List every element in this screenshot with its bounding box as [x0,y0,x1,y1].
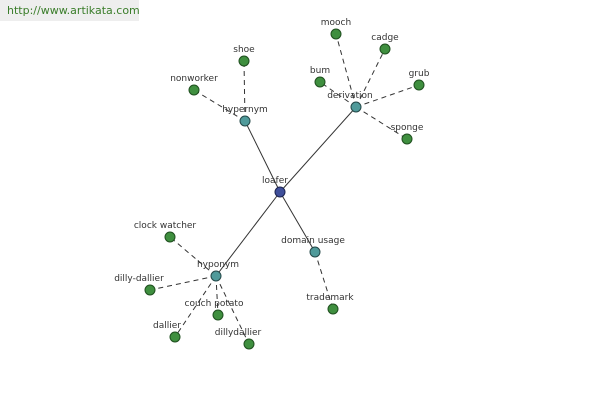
label-dillydallier[interactable]: dillydallier [215,328,262,338]
label-nonworker[interactable]: nonworker [170,74,218,84]
label-dilly-dallier[interactable]: dilly-dallier [114,274,164,284]
label-bum[interactable]: bum [310,66,330,76]
edge-loafer-derivation [279,106,357,193]
node-sponge[interactable] [401,133,413,145]
node-nonworker[interactable] [188,84,200,96]
edge-hyponym-dallier [174,275,217,338]
label-hypernym[interactable]: hypernym [222,105,268,115]
label-trademark[interactable]: trademark [306,293,354,303]
node-couch-potato[interactable] [212,309,224,321]
edge-derivation-sponge [355,106,408,140]
node-dallier[interactable] [169,331,181,343]
edge-hyponym-dilly-dallier [149,275,217,291]
edge-hyponym-clock-watcher [169,236,217,277]
label-hyponym[interactable]: hyponym [197,260,239,270]
label-couch-potato[interactable]: couch potato [185,299,244,309]
label-cadge[interactable]: cadge [371,33,399,43]
node-domain-usage[interactable] [309,246,321,258]
node-dillydallier[interactable] [243,338,255,350]
edge-derivation-bum [319,81,357,108]
node-shoe[interactable] [238,55,250,67]
label-loafer[interactable]: loafer [262,176,288,186]
node-grub[interactable] [413,79,425,91]
node-hypernym[interactable] [239,115,251,127]
edge-hyponym-dillydallier [215,275,250,345]
node-mooch[interactable] [330,28,342,40]
label-mooch[interactable]: mooch [321,18,351,28]
node-derivation[interactable] [350,101,362,113]
node-trademark[interactable] [327,303,339,315]
edge-derivation-cadge [355,48,386,108]
edge-loafer-hypernym [244,120,281,193]
label-clock-watcher[interactable]: clock watcher [134,221,197,231]
edge-hypernym-shoe [243,60,246,122]
label-derivation[interactable]: derivation [327,91,373,101]
edge-hyponym-couch-potato [215,275,219,316]
edge-loafer-hyponym [215,191,281,277]
node-loafer[interactable] [274,186,286,198]
label-domain-usage[interactable]: domain usage [281,236,345,246]
edge-domain-usage-trademark [314,251,334,310]
node-clock-watcher[interactable] [164,231,176,243]
edge-derivation-mooch [335,33,357,108]
watermark-url[interactable]: http://www.artikata.com [0,0,140,21]
edge-derivation-grub [355,84,420,108]
node-hyponym[interactable] [210,270,222,282]
node-dilly-dallier[interactable] [144,284,156,296]
edge-loafer-domain-usage [279,191,316,253]
node-cadge[interactable] [379,43,391,55]
label-shoe[interactable]: shoe [233,45,255,55]
edge-hypernym-nonworker [193,89,246,122]
label-dallier[interactable]: dallier [153,321,181,331]
node-bum[interactable] [314,76,326,88]
label-grub[interactable]: grub [409,69,430,79]
label-sponge[interactable]: sponge [391,123,424,133]
